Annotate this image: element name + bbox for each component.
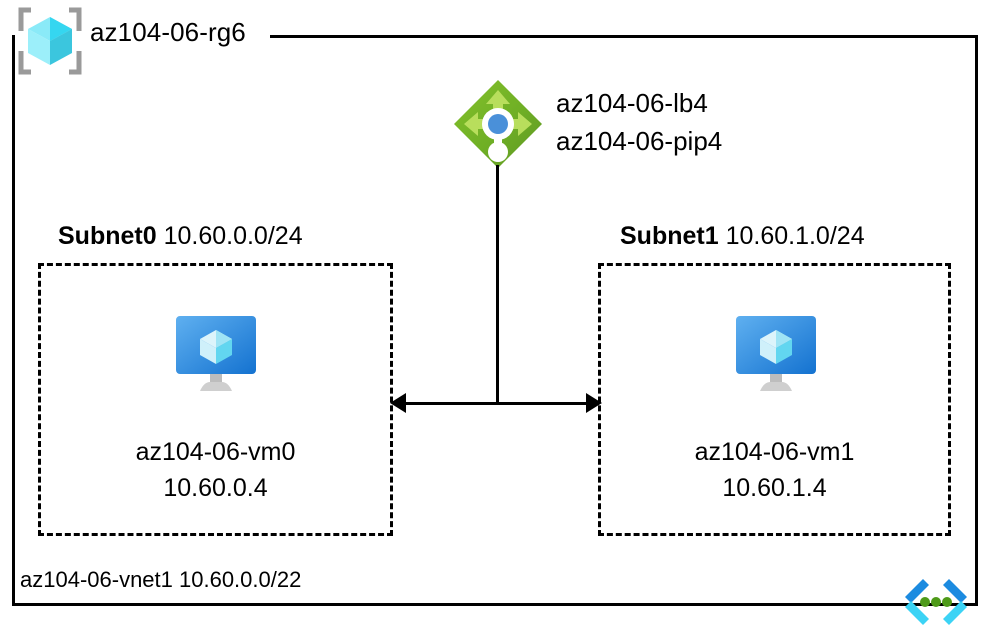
vnet-border-bottom [12,603,978,606]
vm1-name: az104-06-vm1 [694,438,855,466]
load-balancer-labels: az104-06-lb4 az104-06-pip4 [556,84,722,160]
vm0-ip: 10.60.0.4 [163,474,268,502]
subnet1-name: Subnet1 [620,222,719,250]
virtual-machine-icon [730,312,822,394]
vm1-ip: 10.60.1.4 [722,474,827,502]
subnet0-name: Subnet0 [58,222,157,250]
subnet-connector-line [400,402,590,405]
virtual-network-icon [893,573,979,631]
vm0-label: az104-06-vm0 10.60.0.4 [38,434,393,506]
vnet-border-right [975,35,978,606]
connector-arrow-left [390,393,406,413]
resource-group-cube-icon [14,5,86,77]
subnet0-heading: Subnet0 10.60.0.0/24 [58,222,303,251]
vnet-border-left [12,35,15,606]
subnet1-heading: Subnet1 10.60.1.0/24 [620,222,865,251]
subnet-connector-line-right [497,402,592,405]
vnet-border-top-right [270,35,978,38]
vm1-label: az104-06-vm1 10.60.1.4 [598,434,951,506]
subnet0-box [38,263,393,536]
subnet1-box [598,263,951,536]
load-balancer-connector-line [496,165,499,404]
public-ip-name: az104-06-pip4 [556,126,723,156]
load-balancer-name: az104-06-lb4 [556,88,708,118]
subnet1-cidr: 10.60.1.0/24 [725,222,865,250]
virtual-machine-icon [170,312,262,394]
vnet-label: az104-06-vnet1 10.60.0.0/22 [20,567,302,592]
load-balancer-icon [452,78,544,173]
subnet0-cidr: 10.60.0.0/24 [163,222,303,250]
vm0-name: az104-06-vm0 [135,438,296,466]
resource-group-label: az104-06-rg6 [90,17,246,47]
